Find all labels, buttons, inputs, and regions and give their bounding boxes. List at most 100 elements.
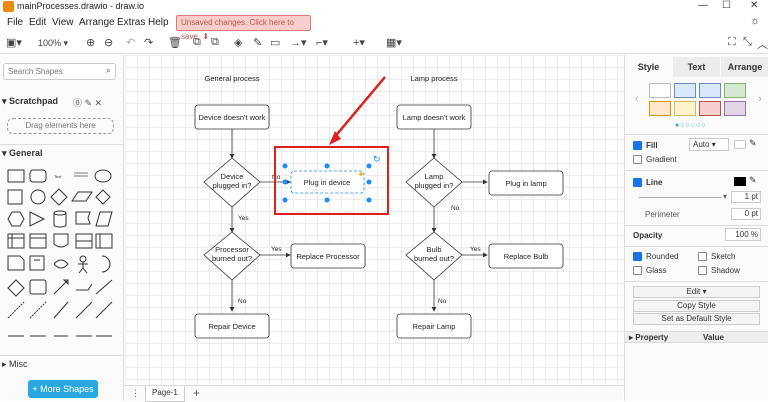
- sketch-checkbox[interactable]: [698, 252, 707, 261]
- chevron-right-icon[interactable]: ›: [758, 93, 762, 105]
- diagram-canvas[interactable]: General process Lamp process Device does…: [125, 55, 623, 385]
- style-swatch[interactable]: [649, 101, 671, 116]
- rounded-checkbox[interactable]: [633, 252, 642, 261]
- fullscreen-icon[interactable]: ⛶: [728, 36, 736, 48]
- line-width-field[interactable]: 1 pt: [731, 191, 761, 203]
- line-checkbox[interactable]: [633, 178, 642, 187]
- waypoints-icon[interactable]: ⌐▾: [316, 37, 328, 49]
- rounded-rectangle-shape: [29, 169, 47, 183]
- menu-file[interactable]: File: [7, 17, 24, 28]
- copy-style-button[interactable]: Copy Style: [633, 300, 760, 312]
- save-icon: ⬇: [202, 32, 210, 41]
- g-start-node: [194, 104, 270, 130]
- page-tab[interactable]: Page-1: [145, 386, 185, 402]
- general-header[interactable]: ▾ General: [2, 148, 43, 158]
- format-panel-icon[interactable]: ▣▾: [6, 37, 22, 49]
- glass-label: Glass: [646, 266, 667, 275]
- shadow-checkbox[interactable]: [698, 266, 707, 275]
- scratchpad-header[interactable]: ▾ Scratchpad: [2, 96, 59, 106]
- perimeter-field[interactable]: 0 pt: [731, 208, 761, 220]
- g-decision1-label: Device: [221, 172, 244, 181]
- menu-arrange[interactable]: Arrange: [79, 17, 115, 28]
- collapse-icon[interactable]: ⤡: [743, 36, 752, 48]
- l-start-label: Lamp doesn't work: [403, 113, 466, 122]
- theme-icon[interactable]: ☼: [750, 15, 761, 27]
- tab-text[interactable]: Text: [673, 57, 720, 77]
- l-decision1-label2: plugged in?: [415, 181, 454, 190]
- divider: [625, 170, 768, 171]
- search-shapes-input[interactable]: Search Shapes⌕: [3, 63, 116, 80]
- zoom-in-icon[interactable]: ⊕: [86, 37, 96, 49]
- zoom-out-icon[interactable]: ⊖: [104, 37, 114, 49]
- style-swatch[interactable]: [699, 83, 721, 98]
- opacity-field[interactable]: 100 %: [725, 228, 761, 241]
- fill-checkbox[interactable]: [633, 141, 642, 150]
- scratchpad-drop-area[interactable]: Drag elements here: [7, 118, 114, 134]
- line-pattern-select[interactable]: [639, 197, 721, 198]
- to-back-icon[interactable]: ⧉: [211, 36, 219, 48]
- to-front-icon[interactable]: ⧉: [193, 36, 201, 48]
- add-page-icon[interactable]: +: [193, 386, 201, 400]
- menu-edit[interactable]: Edit: [29, 17, 47, 28]
- minimize-button[interactable]: —: [698, 0, 708, 11]
- zoom-select[interactable]: 100% ▾: [38, 38, 69, 48]
- edit-style-button[interactable]: Edit ▾: [633, 286, 760, 298]
- shadow-icon[interactable]: ▭: [270, 37, 281, 49]
- close-button[interactable]: ✕: [750, 0, 759, 11]
- l-decision2-label: Bulb: [426, 245, 441, 254]
- edit-fill-icon[interactable]: ✎: [749, 138, 757, 148]
- shape-palette[interactable]: Text: [6, 168, 118, 348]
- undo-icon[interactable]: ↶: [126, 37, 136, 49]
- scratchpad-tools-icon[interactable]: ⓪ ✎ ✕: [73, 98, 103, 108]
- gradient-label: Gradient: [646, 155, 677, 164]
- value-header: Value: [703, 333, 724, 342]
- maximize-button[interactable]: ☐: [722, 0, 731, 11]
- connection-icon[interactable]: →▾: [290, 37, 307, 49]
- style-swatch[interactable]: [649, 83, 671, 98]
- fill-color-icon[interactable]: ◈: [234, 37, 243, 49]
- edit-line-icon[interactable]: ✎: [749, 175, 757, 185]
- misc-header[interactable]: ▸ Misc: [2, 359, 28, 369]
- edit-label: Edit: [686, 287, 701, 296]
- line-color-swatch[interactable]: [734, 177, 746, 186]
- fill-select[interactable]: Auto ▾: [689, 138, 729, 151]
- g-repair-label: Repair Device: [208, 322, 255, 331]
- fill-label: Fill: [646, 141, 658, 150]
- property-header: ▸ Property: [629, 333, 669, 342]
- style-swatch[interactable]: [724, 83, 746, 98]
- chevron-left-icon[interactable]: ‹: [635, 93, 639, 105]
- swatch-pager[interactable]: ●○○○○○: [675, 122, 707, 129]
- style-swatch[interactable]: [724, 101, 746, 116]
- edge-label-yes: Yes: [271, 246, 282, 253]
- insert-icon[interactable]: +▾: [353, 37, 365, 49]
- redo-icon[interactable]: ↷: [144, 37, 154, 49]
- general-process-title: General process: [204, 74, 259, 83]
- page-menu-icon[interactable]: ⋮: [131, 388, 140, 398]
- misc-label: Misc: [9, 359, 28, 369]
- tab-arrange[interactable]: Arrange: [721, 57, 768, 77]
- fill-color-swatch[interactable]: [734, 140, 746, 149]
- square-shape: [7, 189, 23, 205]
- delete-icon[interactable]: 🗑: [168, 37, 182, 49]
- more-shapes-button[interactable]: + More Shapes: [28, 380, 98, 398]
- l-repair-node: [396, 313, 472, 339]
- menu-extras[interactable]: Extras: [117, 17, 146, 28]
- chevron-down-icon[interactable]: ▾: [723, 192, 728, 201]
- gradient-checkbox[interactable]: [633, 155, 642, 164]
- divider: [0, 355, 124, 356]
- chevron-up-icon[interactable]: ︿: [757, 39, 768, 51]
- highlight-box: [274, 146, 389, 215]
- table-icon[interactable]: ▦▾: [386, 37, 402, 49]
- menu-view[interactable]: View: [52, 17, 74, 28]
- set-default-style-button[interactable]: Set as Default Style: [633, 313, 760, 325]
- unsaved-changes-banner[interactable]: Unsaved changes. Click here to save. ⬇: [176, 15, 311, 41]
- edge-label-no: No: [451, 205, 460, 212]
- glass-checkbox[interactable]: [633, 266, 642, 275]
- style-swatch[interactable]: [674, 83, 696, 98]
- style-swatch[interactable]: [699, 101, 721, 116]
- menu-help[interactable]: Help: [148, 17, 169, 28]
- l-repair-label: Repair Lamp: [413, 322, 456, 331]
- tab-style[interactable]: Style: [625, 57, 672, 77]
- line-color-icon[interactable]: ✎: [253, 37, 263, 49]
- style-swatch[interactable]: [674, 101, 696, 116]
